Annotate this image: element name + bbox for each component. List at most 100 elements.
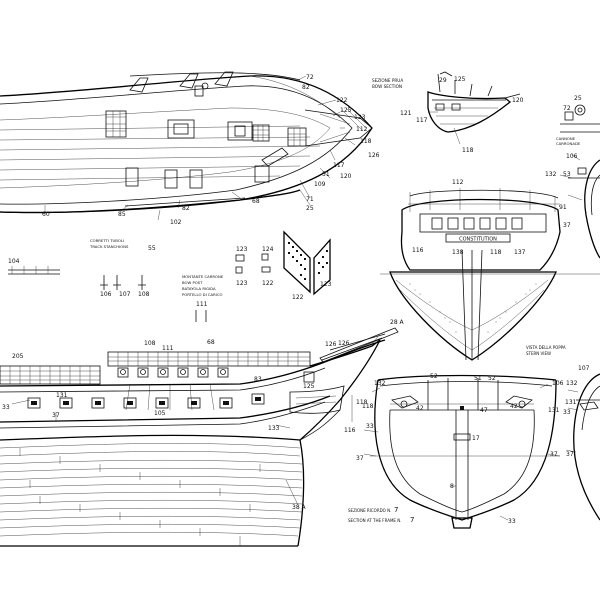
misc-labels: 55 <box>148 245 156 252</box>
label-123: 123 <box>354 114 366 121</box>
frame-section <box>363 374 561 529</box>
legend-4: BOW POST <box>182 280 203 285</box>
label-123d: 123 <box>320 281 332 288</box>
caption-cannon: CANNONE <box>556 136 576 141</box>
label-112a: 112 <box>356 126 368 133</box>
label-82b: 82 <box>182 205 190 212</box>
label-42b: 42 <box>510 403 518 410</box>
label-124: 124 <box>262 246 274 253</box>
label-37c: 37 <box>550 451 558 458</box>
legend-2: TRACK STANCHIONS <box>89 244 129 249</box>
label-29: 29 <box>439 77 447 84</box>
label-116: 116 <box>412 247 424 254</box>
label-33b: 33 <box>366 423 374 430</box>
label-122b: 122 <box>262 280 274 287</box>
label-205: 205 <box>12 353 24 360</box>
label-117b: 117 <box>416 117 428 124</box>
cannon-detail: 25 72 CANNONE CARRONADE <box>556 95 600 146</box>
label-125: 125 <box>340 107 352 114</box>
label-33c: 33 <box>508 518 516 525</box>
label-112: 112 <box>452 179 464 186</box>
label-118e: 118 <box>362 403 374 410</box>
legend-6: PORTELLO DI CARICO <box>182 292 223 297</box>
frame-section-labels: 132 52 51 52 106 118 42 47 42 131 33 17 … <box>348 373 564 525</box>
label-108a: 108 <box>138 291 150 298</box>
label-84: 104 <box>8 258 20 265</box>
label-123b: 123 <box>236 246 248 253</box>
label-132a: 132 <box>545 171 557 178</box>
label-111: 111 <box>162 345 174 352</box>
hull-profile <box>0 327 399 547</box>
label-118a: 118 <box>360 138 372 145</box>
label-105: 105 <box>154 410 166 417</box>
label-33d: 33 <box>563 409 571 416</box>
label-88: 83 <box>254 376 262 383</box>
legend-5: BATAYOLA RIGIDA <box>182 286 216 291</box>
label-131b: 131 <box>548 407 560 414</box>
label-91: 91 <box>559 204 567 211</box>
legend-3: MONTANTE CARRONE <box>182 274 224 279</box>
caption-section: SEZIONE RICORDO N. <box>348 508 391 513</box>
label-133: 133 <box>268 425 280 432</box>
deck-plan <box>0 71 373 221</box>
legend-1: CORRETTI TUBOLI <box>90 238 124 243</box>
label-111a: 111 <box>196 301 208 308</box>
label-121: 121 <box>400 110 412 117</box>
label-106b: 106 <box>566 153 578 160</box>
label-106a: 106 <box>100 291 112 298</box>
label-132b: 132 <box>374 380 386 387</box>
label-107: 107 <box>578 365 590 372</box>
label-52b: 52 <box>488 375 496 382</box>
label-53: 53 <box>563 171 571 178</box>
label-17: 17 <box>472 435 480 442</box>
label-37e: 37 <box>566 451 574 458</box>
label-38A: 38 A <box>292 504 307 511</box>
bow-profile-labels: 125 29 120 121 117 118 <box>400 76 524 154</box>
label-28A: 28 A <box>390 319 405 326</box>
label-72: 72 <box>306 74 314 81</box>
label-132c: 132 <box>566 380 578 387</box>
label-55: 55 <box>148 245 156 252</box>
frame-number-en: 7 <box>410 516 414 524</box>
bow-section-caption: SEZIONE PRUA BOW SECTION <box>372 78 403 89</box>
label-126: 126 <box>368 152 380 159</box>
label-125b: 125 <box>454 76 466 83</box>
hull-profile-labels: 28 A 205 108 111 68 126 126 83 125 33 13… <box>2 319 405 511</box>
label-118c: 118 <box>356 399 368 406</box>
stern-view-labels: 112 116 138 118 137 VISTA DELLA POPPA ST… <box>412 179 566 356</box>
label-137: 137 <box>514 249 526 256</box>
legend: CORRETTI TUBOLI TRACK STANCHIONS MONTANT… <box>89 238 224 297</box>
frame-number: 7 <box>394 506 398 514</box>
bow-profile-detail <box>427 71 521 145</box>
caption-bow-section: SEZIONE PRUA <box>372 78 403 83</box>
label-52a: 52 <box>430 373 438 380</box>
label-71: 71 <box>306 196 314 203</box>
label-120b: 120 <box>512 97 524 104</box>
label-37b: 37 <box>52 412 60 419</box>
label-126b: 126 <box>325 341 337 348</box>
right-edge-section-top <box>559 154 600 259</box>
label-72b: 72 <box>563 105 571 112</box>
label-122: 122 <box>336 97 348 104</box>
label-25: 25 <box>306 205 314 212</box>
label-122c: 122 <box>292 294 304 301</box>
label-118d: 118 <box>490 249 502 256</box>
small-parts-labels: 104 106 107 108 111 123 124 123 122 122 … <box>8 246 332 308</box>
label-68b: 68 <box>207 339 215 346</box>
label-131: 131 <box>56 392 68 399</box>
label-123c: 123 <box>236 280 248 287</box>
label-108: 108 <box>144 340 156 347</box>
label-102: 102 <box>170 219 182 226</box>
label-106c: 106 <box>552 380 564 387</box>
label-120a: 120 <box>340 173 352 180</box>
right-edge-bottom-labels: 107 132 131 33 37 <box>563 365 590 458</box>
label-82: 82 <box>302 84 310 91</box>
label-118b: 118 <box>462 147 474 154</box>
label-37d: 37 <box>356 455 364 462</box>
label-117: 117 <box>333 162 345 169</box>
label-37: 37 <box>563 222 571 229</box>
caption-stern-view: VISTA DELLA POPPA <box>526 345 566 350</box>
label-51b: 51 <box>474 375 482 382</box>
label-25b: 25 <box>574 95 582 102</box>
